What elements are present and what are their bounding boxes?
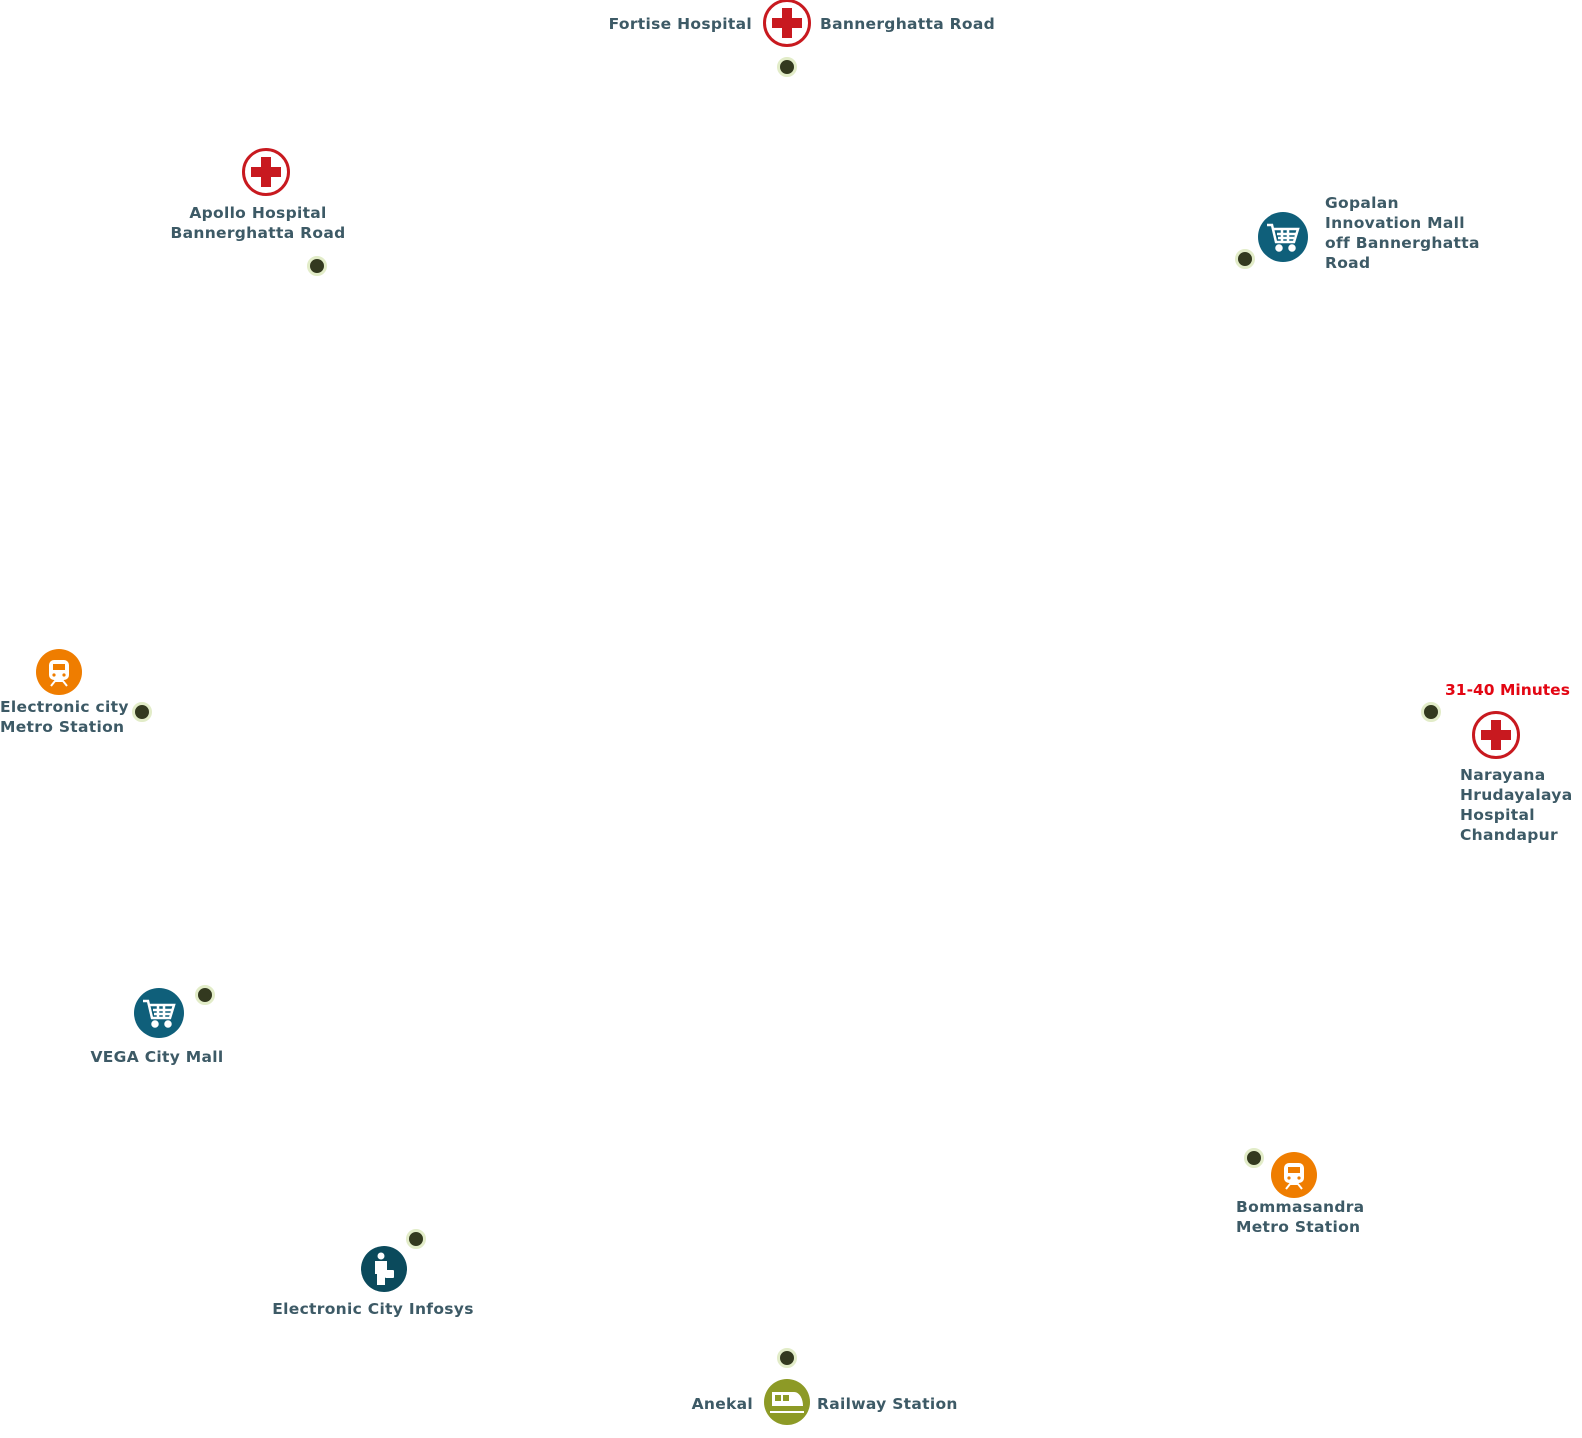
- location-marker-dot[interactable]: [1244, 1148, 1264, 1168]
- label-line: Hospital: [1460, 806, 1535, 824]
- hospital-icon[interactable]: [242, 148, 290, 196]
- apollo-label: Apollo Hospital Bannerghatta Road: [170, 203, 345, 243]
- bommasandra-label: Bommasandra Metro Station: [1236, 1197, 1364, 1237]
- infosys-label: Electronic City Infosys: [272, 1300, 474, 1318]
- location-marker-dot[interactable]: [777, 57, 797, 77]
- cart-icon[interactable]: [134, 988, 184, 1038]
- train-icon[interactable]: [764, 1379, 810, 1425]
- label-line: Narayana: [1460, 766, 1546, 784]
- label-line: Chandapur: [1460, 826, 1558, 844]
- location-marker-dot[interactable]: [132, 702, 152, 722]
- vega-label: VEGA City Mall: [90, 1048, 224, 1066]
- location-marker-dot[interactable]: [777, 1348, 797, 1368]
- ecity-metro-label: Electronic city Metro Station: [0, 697, 129, 737]
- anekal-label-left: Anekal: [691, 1395, 753, 1413]
- location-marker-dot[interactable]: [406, 1229, 426, 1249]
- label-line: Metro Station: [1236, 1218, 1361, 1236]
- hospital-icon[interactable]: [763, 0, 811, 47]
- label-line: Bannerghatta Road: [170, 224, 346, 242]
- hospital-icon[interactable]: [1472, 711, 1520, 759]
- gopalan-label: Gopalan Innovation Mall off Bannerghatta…: [1325, 193, 1480, 273]
- label-line: Gopalan: [1325, 194, 1399, 212]
- location-marker-dot[interactable]: [1235, 249, 1255, 269]
- metro-icon[interactable]: [36, 649, 82, 695]
- fortise-label-right: Bannerghatta Road: [820, 15, 996, 33]
- label-line: off Bannerghatta: [1325, 234, 1480, 252]
- label-line: Metro Station: [0, 718, 125, 736]
- label-line: Innovation Mall: [1325, 214, 1465, 232]
- label-line: Electronic city: [0, 698, 129, 716]
- location-marker-dot[interactable]: [1421, 702, 1441, 722]
- location-marker-dot[interactable]: [307, 256, 327, 276]
- narayana-label: Narayana Hrudayalaya Hospital Chandapur: [1460, 765, 1572, 845]
- office-worker-icon[interactable]: [361, 1246, 407, 1292]
- label-line: Apollo Hospital: [189, 204, 327, 222]
- fortise-label-left: Fortise Hospital: [608, 15, 752, 33]
- anekal-label-right: Railway Station: [817, 1395, 958, 1413]
- travel-time-label: 31-40 Minutes: [1445, 681, 1570, 699]
- cart-icon[interactable]: [1258, 212, 1308, 262]
- label-line: Hrudayalaya: [1460, 786, 1573, 804]
- label-line: Bommasandra: [1236, 1198, 1365, 1216]
- location-marker-dot[interactable]: [195, 985, 215, 1005]
- label-line: Road: [1325, 254, 1371, 272]
- metro-icon[interactable]: [1271, 1152, 1317, 1198]
